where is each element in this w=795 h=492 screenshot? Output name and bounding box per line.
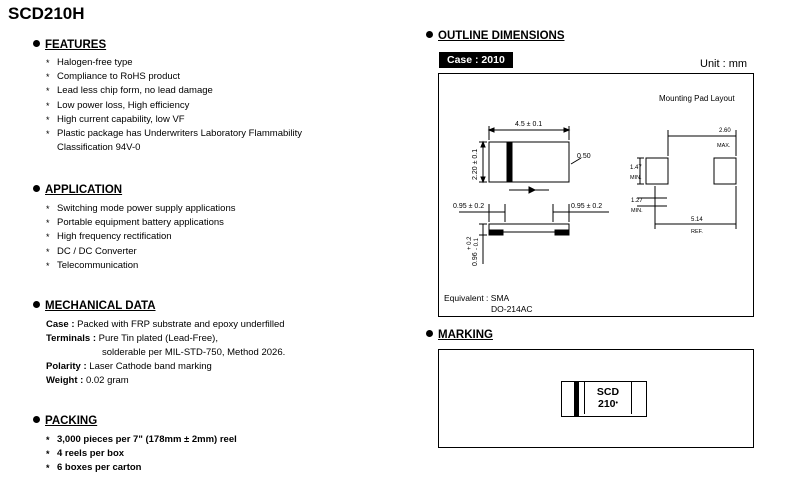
bullet-dot-icon xyxy=(33,416,40,423)
dim-thickness-tol2: - 0.1 xyxy=(474,237,480,250)
pad-left xyxy=(645,157,669,185)
packing-heading: PACKING xyxy=(33,415,97,427)
page-title: SCD210H xyxy=(8,4,85,23)
list-item: Plastic package has Underwriters Laborat… xyxy=(46,127,337,155)
list-item: 3,000 pieces per 7" (178mm ± 2mm) reel xyxy=(46,433,237,447)
pad-span: 5.14 xyxy=(691,217,703,223)
list-item: Halogen-free type xyxy=(46,56,337,70)
mechanical-data: Case : Packed with FRP substrate and epo… xyxy=(46,318,285,388)
case-tag: Case : 2010 xyxy=(439,52,513,68)
marking-dot-icon: • xyxy=(615,400,618,407)
outline-drawing: 4.5 ± 0.1 2.20 ± 0.1 0.50 0.95 ± 0.2 0.9… xyxy=(444,94,737,314)
dim-thickness: 0.96 xyxy=(472,252,479,266)
pad-span-note: REF. xyxy=(691,229,703,235)
list-item: Telecommunication xyxy=(46,259,236,273)
dim-thickness-tol: + 0.2 xyxy=(467,236,473,250)
application-heading: APPLICATION xyxy=(33,184,122,196)
bullet-dot-icon xyxy=(426,31,433,38)
features-heading: FEATURES xyxy=(33,39,106,51)
bullet-dot-icon xyxy=(33,185,40,192)
pad-height-note: MIN. xyxy=(630,175,642,181)
terminals-row: Terminals : Pure Tin plated (Lead-Free), xyxy=(46,333,218,344)
polarity-row: Polarity : Laser Cathode band marking xyxy=(46,361,212,372)
mechanical-heading: MECHANICAL DATA xyxy=(33,300,156,312)
pad-gap-note: MIN. xyxy=(631,208,643,214)
case-row: Case : Packed with FRP substrate and epo… xyxy=(46,319,285,330)
mounting-pad-label: Mounting Pad Layout xyxy=(659,94,735,103)
marking-heading: MARKING xyxy=(426,329,493,341)
marking-text: SCD 210• xyxy=(586,386,630,410)
pad-gap: 1.27 xyxy=(631,198,643,204)
marking-cathode-band xyxy=(574,382,579,416)
equivalent-code: DO-214AC xyxy=(491,304,533,314)
bullet-dot-icon xyxy=(33,40,40,47)
list-item: DC / DC Converter xyxy=(46,245,236,259)
side-view-body xyxy=(488,223,570,233)
outline-heading: OUTLINE DIMENSIONS xyxy=(426,30,565,42)
packing-list: 3,000 pieces per 7" (178mm ± 2mm) reel 4… xyxy=(46,433,237,476)
dim-term-right: 0.95 ± 0.2 xyxy=(571,203,602,210)
pad-height: 1.47 xyxy=(630,165,642,171)
application-list: Switching mode power supply applications… xyxy=(46,202,236,273)
marking-line2: 210• xyxy=(598,398,618,410)
dim-width: 2.20 ± 0.1 xyxy=(472,149,479,180)
dim-corner: 0.50 xyxy=(577,153,591,160)
features-list: Halogen-free type Compliance to RoHS pro… xyxy=(46,56,337,155)
outline-box: 4.5 ± 0.1 2.20 ± 0.1 0.50 0.95 ± 0.2 0.9… xyxy=(438,73,754,317)
list-item: Low power loss, High efficiency xyxy=(46,99,337,113)
top-view-body xyxy=(488,141,570,183)
list-item: Compliance to RoHS product xyxy=(46,70,337,84)
list-item: High current capability, low VF xyxy=(46,113,337,127)
pad-width: 2.60 xyxy=(719,128,731,134)
dim-term-left: 0.95 ± 0.2 xyxy=(453,203,484,210)
bullet-dot-icon xyxy=(33,301,40,308)
list-item: Lead less chip form, no lead damage xyxy=(46,84,337,98)
pad-right xyxy=(713,157,737,185)
equivalent-label: Equivalent : SMA xyxy=(444,293,510,303)
marking-chip: SCD 210• xyxy=(561,381,647,417)
cathode-band xyxy=(506,141,513,183)
list-item: High frequency rectification xyxy=(46,230,236,244)
weight-row: Weight : 0.02 gram xyxy=(46,375,129,386)
list-item: 6 boxes per carton xyxy=(46,461,237,475)
terminals-row-cont: solderable per MIL-STD-750, Method 2026. xyxy=(102,347,286,358)
marking-box: SCD 210• xyxy=(438,349,754,448)
pad-width-note: MAX. xyxy=(717,143,731,149)
list-item: Portable equipment battery applications xyxy=(46,216,236,230)
bullet-dot-icon xyxy=(426,330,433,337)
unit-label: Unit : mm xyxy=(700,58,748,70)
dim-length: 4.5 ± 0.1 xyxy=(515,121,542,128)
list-item: Switching mode power supply applications xyxy=(46,202,236,216)
list-item: 4 reels per box xyxy=(46,447,237,461)
